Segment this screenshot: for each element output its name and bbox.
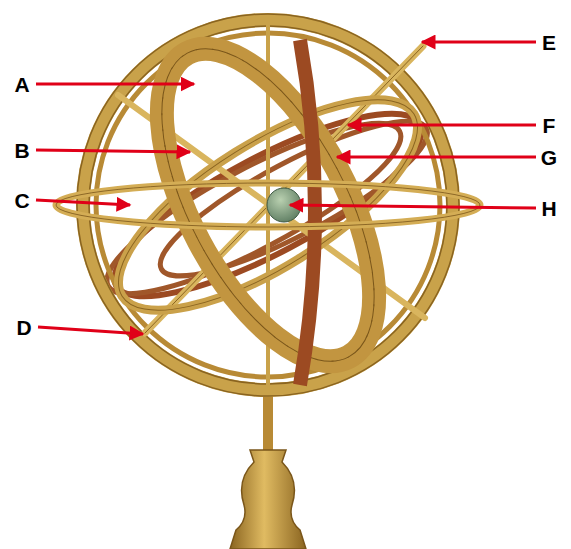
callout-letter: H bbox=[541, 198, 556, 219]
stand-post bbox=[263, 388, 273, 450]
callout-letter: F bbox=[543, 115, 556, 136]
callout-letter: A bbox=[14, 74, 29, 95]
callout-letter: E bbox=[542, 32, 556, 53]
callout-letter: D bbox=[16, 317, 31, 338]
leader-arrow bbox=[348, 124, 536, 127]
leader-arrow bbox=[337, 156, 536, 159]
leader-arrow bbox=[422, 41, 536, 44]
leader-arrow bbox=[36, 150, 190, 152]
pedestal bbox=[230, 450, 306, 549]
callout-letter: G bbox=[541, 147, 557, 168]
leader-arrows bbox=[36, 42, 536, 334]
leader-arrow bbox=[38, 327, 143, 334]
stand bbox=[230, 388, 306, 549]
callout-letter: C bbox=[14, 190, 29, 211]
leader-arrow bbox=[290, 205, 536, 208]
leader-arrow bbox=[36, 83, 194, 86]
callout-letter: B bbox=[14, 140, 29, 161]
leader-arrow bbox=[36, 200, 130, 205]
ecliptic-band bbox=[300, 40, 315, 385]
